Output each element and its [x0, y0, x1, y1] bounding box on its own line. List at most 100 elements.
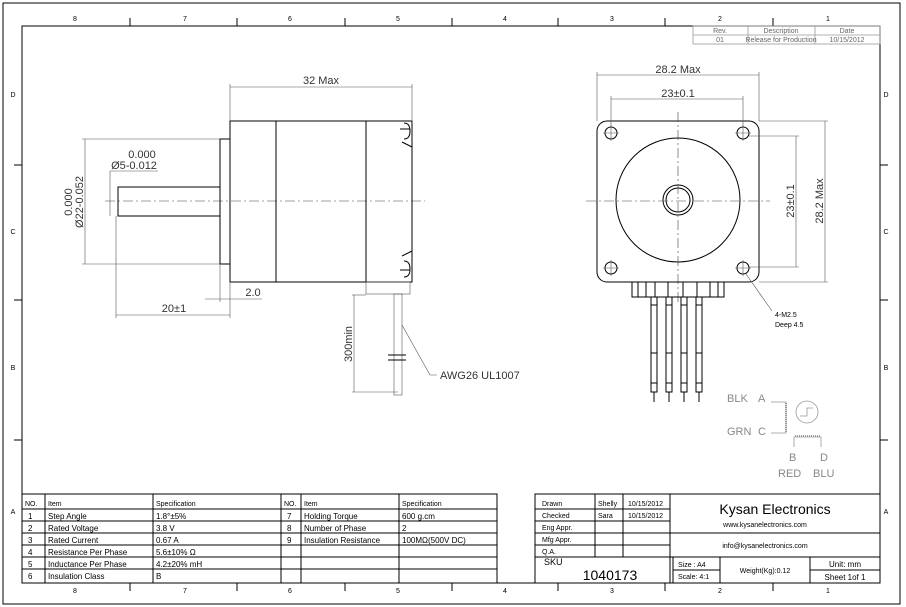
side-view: 32 Max 0.000 Ø22-0.052 0.000 Ø5-0.012 20… — [63, 75, 520, 396]
spec-value: 1.8°±5% — [156, 512, 186, 521]
rev-header: Rev. — [713, 28, 727, 35]
spec-item: Number of Phase — [304, 524, 367, 533]
title-block: Kysan Electronics www.kysanelectronics.c… — [534, 493, 881, 584]
shaft-tol: 0.000 — [128, 149, 156, 161]
flange — [219, 138, 231, 265]
spec-value: 4.2±20% mH — [156, 560, 202, 569]
approval-date: 10/15/2012 — [628, 513, 663, 520]
approval-date: 10/15/2012 — [628, 501, 663, 508]
approval-role: Q.A. — [542, 549, 556, 556]
grid-column-label: 3 — [610, 588, 614, 595]
length-dim: 32 Max — [303, 75, 340, 87]
grid-column-label: 5 — [396, 16, 400, 23]
spec-item: Rated Current — [48, 536, 99, 545]
mounting-holes — [603, 125, 751, 276]
approval-role: Drawn — [542, 501, 562, 508]
spec-no: 8 — [287, 524, 292, 533]
flange-height-dim: 2.0 — [245, 287, 260, 299]
wire-c-color: GRN — [727, 426, 752, 438]
lead-wires — [650, 296, 703, 402]
wiring-diagram: BLK A GRN C B D RED BLU — [727, 393, 834, 480]
spec-value: 2 — [402, 524, 407, 533]
spec-value: 5.6±10% Ω — [156, 548, 196, 557]
hole-depth-note: Deep 4.5 — [775, 322, 804, 329]
spec-no: 1 — [28, 512, 33, 521]
grid-row-label: B — [884, 365, 889, 372]
approval-name: Sara — [598, 513, 613, 520]
spec-item: Resistance Per Phase — [48, 548, 128, 557]
width-dim: 28.2 Max — [655, 64, 701, 76]
grid-column-label: 2 — [718, 16, 722, 23]
grid-column-label: 3 — [610, 16, 614, 23]
motor-symbol — [795, 400, 819, 424]
wire-b-color: RED — [778, 468, 801, 480]
spec-no: 2 — [28, 524, 33, 533]
height-dim: 28.2 Max — [814, 178, 826, 224]
grid-column-label: 5 — [396, 588, 400, 595]
grid-column-label: 6 — [288, 16, 292, 23]
shaft — [117, 186, 221, 217]
shaft-dia: Ø5-0.012 — [111, 160, 157, 172]
spec-item: Insulation Resistance — [304, 536, 381, 545]
flange-dia: Ø22-0.052 — [74, 176, 86, 228]
email: info@kysanelectronics.com — [722, 543, 807, 550]
description-value: Release for Production — [745, 37, 816, 44]
lead-wire — [393, 293, 403, 396]
spec-no: 5 — [28, 560, 33, 569]
wire-c-label: C — [758, 426, 766, 438]
grid-column-label: 6 — [288, 588, 292, 595]
spec-no: 9 — [287, 536, 292, 545]
grid-column-label: 1 — [826, 588, 830, 595]
spec-no: 3 — [28, 536, 33, 545]
wire-b-label: B — [789, 452, 796, 464]
spec-value: 100MΩ(500V DC) — [402, 536, 466, 545]
spec-no: 7 — [287, 512, 292, 521]
inner-frame — [21, 25, 881, 584]
grid-row-label: A — [884, 509, 889, 516]
sku-label: SKU — [544, 557, 563, 567]
grid-row-label: D — [10, 92, 15, 99]
spec-value: 600 g.cm — [402, 512, 435, 521]
grid-row-label: B — [11, 365, 16, 372]
spec-header: Specification — [402, 501, 442, 508]
grid-column-label: 7 — [183, 588, 187, 595]
wire-d-label: D — [820, 452, 828, 464]
date-header: Date — [840, 28, 855, 35]
wire-a-label: A — [758, 393, 766, 405]
wire-d-color: BLU — [813, 468, 834, 480]
sku-value: 1040173 — [583, 567, 638, 583]
flange-tol: 0.000 — [63, 188, 75, 216]
spec-item: Rated Voltage — [48, 524, 99, 533]
grid-row-label: C — [10, 229, 15, 236]
grid-column-label: 4 — [503, 16, 507, 23]
wire-a-color: BLK — [727, 393, 748, 405]
unit: Unit: mm — [829, 560, 861, 569]
spec-item: Step Angle — [48, 512, 87, 521]
grid-column-label: 1 — [826, 16, 830, 23]
hole-note: 4-M2.5 — [775, 312, 797, 319]
approval-role: Checked — [542, 513, 570, 520]
grid-row-label: A — [11, 509, 16, 516]
weight: Weight(Kg):0.12 — [740, 568, 791, 575]
hole-spacing-dim: 23±0.1 — [661, 88, 695, 100]
spec-item: Inductance Per Phase — [48, 560, 127, 569]
spec-value: 0.67 A — [156, 536, 179, 545]
spec-header: Item — [48, 501, 62, 508]
grid-row-label: C — [883, 229, 888, 236]
shaft-length-dim: 20±1 — [162, 303, 186, 315]
scale: Scale: 4:1 — [678, 574, 709, 581]
motor-body — [229, 120, 413, 283]
description-header: Description — [763, 28, 798, 35]
sheet: Sheet 1of 1 — [825, 573, 866, 582]
spec-value: B — [156, 572, 161, 581]
spec-no: 4 — [28, 548, 33, 557]
spec-no: 6 — [28, 572, 33, 581]
front-view: 28.2 Max 23±0.1 23±0.1 28.2 Max 4-M2.5 D… — [586, 64, 828, 402]
grid-column-label: 7 — [183, 16, 187, 23]
lead-length-dim: 300min — [343, 326, 355, 362]
spec-value: 3.8 V — [156, 524, 175, 533]
size: Size : A4 — [678, 562, 706, 569]
